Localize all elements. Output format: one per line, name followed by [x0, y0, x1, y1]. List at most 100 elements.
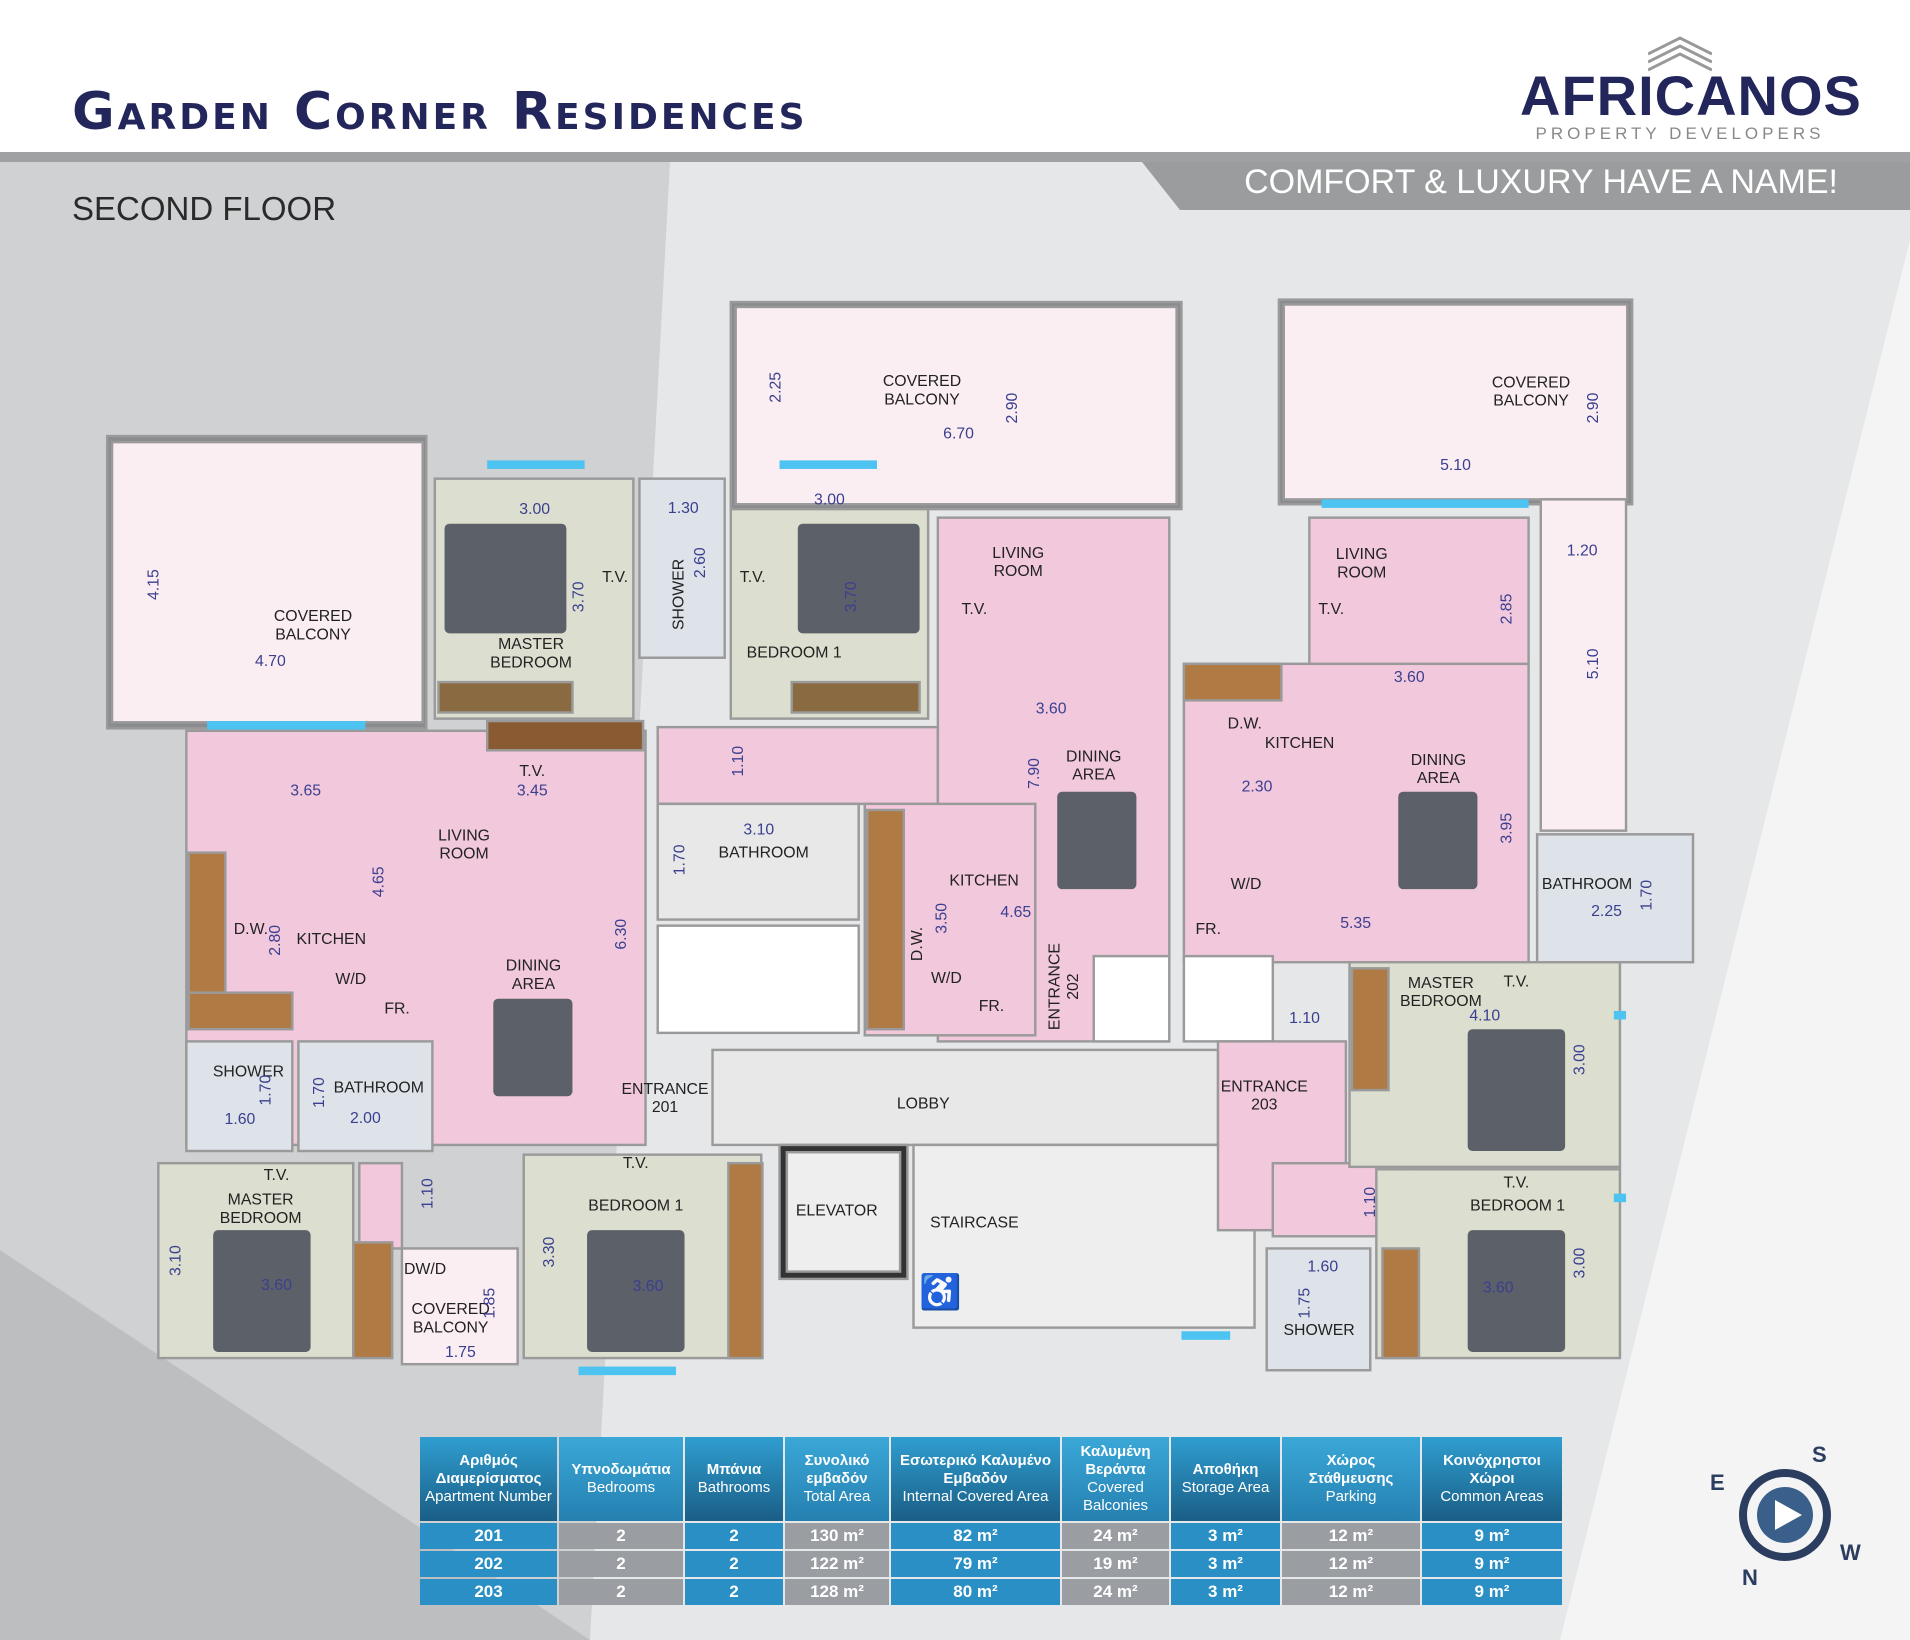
dimension-label: 1.70 — [672, 844, 689, 875]
furniture — [444, 523, 567, 634]
dimension-label: 3.60 — [1036, 701, 1067, 718]
table-cell: 79 m² — [891, 1551, 1060, 1577]
header-english: Bathrooms — [697, 1479, 771, 1496]
compass-s: S — [1812, 1442, 1827, 1467]
dimension-label: 4.65 — [371, 866, 388, 897]
room-label: LOBBY — [897, 1095, 950, 1112]
room-label: SHOWER — [213, 1064, 284, 1081]
room-label: FR. — [979, 998, 1005, 1015]
dimension-label: 4.10 — [1469, 1008, 1500, 1025]
window — [1613, 1193, 1627, 1203]
wheelchair-icon: ♿ — [919, 1272, 961, 1311]
room-label: BEDROOM 1 — [747, 645, 842, 662]
room-area — [1282, 303, 1629, 501]
dimension-label: 2.25 — [768, 372, 785, 403]
header-greek: Αριθμός Διαμερίσματος — [435, 1452, 542, 1487]
window — [1321, 499, 1529, 508]
slogan: COMFORT & LUXURY HAVE A NAME! — [1244, 163, 1838, 201]
table-cell: 9 m² — [1422, 1579, 1562, 1605]
table-cell: 2 — [559, 1579, 683, 1605]
dimension-label: 3.00 — [519, 501, 550, 518]
logo: AFRICANOS PROPERTY DEVELOPERS — [1520, 34, 1861, 144]
dimension-label: 3.50 — [933, 903, 950, 934]
room-area — [1092, 954, 1171, 1043]
room-area — [358, 1161, 404, 1250]
room-area — [1381, 1247, 1421, 1360]
room-label: BEDROOM 1 — [1470, 1198, 1565, 1215]
room-area — [400, 1247, 519, 1366]
header-english: Bedrooms — [586, 1479, 656, 1496]
slogan-bar — [1142, 162, 1910, 210]
furniture — [1467, 1029, 1566, 1152]
room-label: T.V. — [961, 601, 987, 618]
room-area — [790, 680, 921, 714]
furniture — [1398, 791, 1478, 890]
room-area — [1265, 1247, 1372, 1372]
dimension-label: 3.60 — [1483, 1279, 1514, 1296]
furniture — [797, 523, 920, 634]
table-cell: 130 m² — [785, 1523, 889, 1549]
dimension-label: 4.15 — [145, 569, 162, 600]
dimension-label: 3.70 — [843, 581, 860, 612]
window — [487, 460, 585, 469]
dimension-label: 1.10 — [1289, 1010, 1320, 1027]
dimension-label: 1.70 — [311, 1077, 328, 1108]
header-english: Apartment Number — [425, 1488, 552, 1505]
room-label: ENTRANCE202 — [1047, 943, 1082, 1030]
room-area — [1182, 662, 1283, 702]
room-label: W/D — [931, 970, 962, 987]
room-label: T.V. — [740, 569, 766, 586]
dimension-label: 3.10 — [167, 1245, 184, 1276]
dimension-label: 1.10 — [730, 746, 747, 777]
table-cell: 3 m² — [1171, 1523, 1280, 1549]
header-english: Internal Covered Area — [902, 1488, 1049, 1505]
dimension-label: 2.30 — [1242, 779, 1273, 796]
room-area — [485, 719, 645, 752]
room-label: KITCHEN — [949, 872, 1018, 889]
table-cell: 12 m² — [1282, 1579, 1420, 1605]
dimension-label: 1.20 — [1567, 542, 1598, 559]
header-greek: Υπνοδωμάτια — [571, 1461, 671, 1478]
dimension-label: 3.45 — [517, 782, 548, 799]
table-cell: 2 — [559, 1523, 683, 1549]
dimension-label: 1.60 — [1307, 1259, 1338, 1276]
furniture — [213, 1230, 311, 1352]
table-cell: 24 m² — [1062, 1579, 1169, 1605]
room-label: BATHROOM — [334, 1080, 424, 1097]
room-label: D.W. — [234, 921, 268, 938]
furniture — [1057, 791, 1137, 890]
dimension-label: 5.10 — [1585, 648, 1602, 679]
header-english: Common Areas — [1440, 1488, 1544, 1505]
room-label: FR. — [1196, 921, 1222, 938]
dimension-label: 2.85 — [1499, 593, 1516, 624]
room-area — [785, 1151, 902, 1273]
header-english: Covered Balconies — [1082, 1479, 1149, 1514]
dimension-label: 1.70 — [257, 1075, 274, 1106]
dimension-label: 1.10 — [1362, 1187, 1379, 1218]
dimension-label: 1.30 — [668, 500, 699, 517]
table-cell: 3 m² — [1171, 1579, 1280, 1605]
table-cell: 128 m² — [785, 1579, 889, 1605]
room-label: T.V. — [1318, 601, 1344, 618]
window — [1613, 1010, 1627, 1020]
dimension-label: 5.10 — [1440, 457, 1471, 474]
dimension-label: 1.75 — [445, 1344, 476, 1361]
room-label: BEDROOM 1 — [588, 1198, 683, 1215]
